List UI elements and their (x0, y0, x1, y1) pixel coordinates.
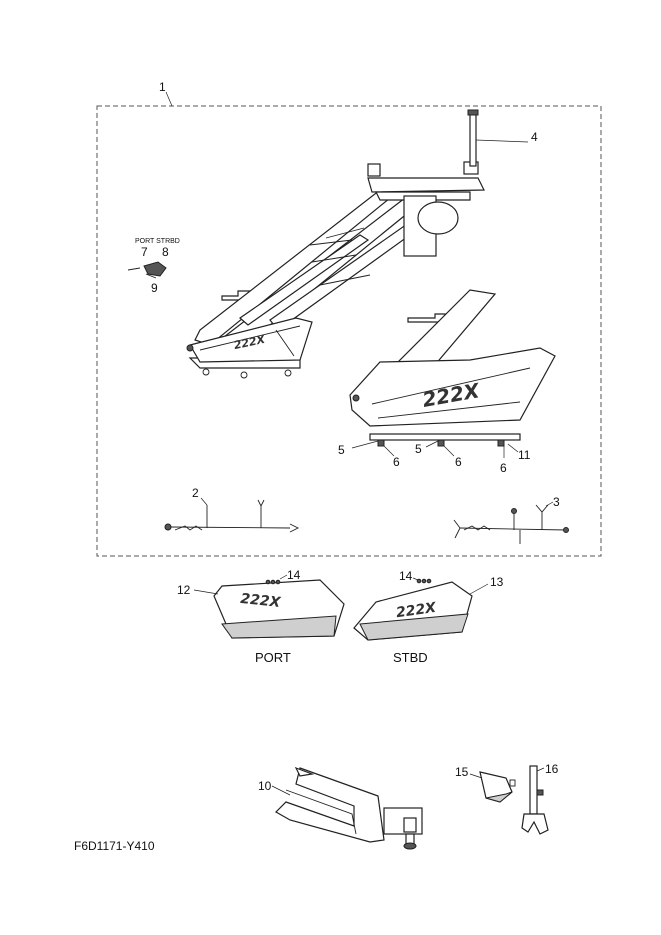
callout-11-label: 11 (518, 448, 531, 462)
part-7-8-9-switch: PORT STRBD 7 8 9 (127, 238, 180, 295)
diagram-code: F6D1171-Y410 (74, 839, 155, 853)
callout-14a-label: 14 (287, 568, 301, 582)
part-3-cable: 3 (453, 495, 569, 544)
side-panel-detail: 222X 5 5 6 6 6 11 (338, 289, 556, 475)
callout-14b-label: 14 (399, 569, 413, 583)
callout-16-label: 16 (545, 762, 559, 776)
callout-9-label: 9 (151, 281, 158, 295)
svg-text:222X: 222X (233, 333, 267, 352)
callout-2-label: 2 (192, 486, 199, 500)
callout-6a-label: 6 (393, 455, 400, 469)
callout-6c-label: 6 (500, 461, 507, 475)
part-10-bracket: 10 (258, 766, 423, 850)
port-label: PORT (255, 650, 291, 665)
port-strbd-label: PORT STRBD (135, 238, 180, 245)
callout-15-label: 15 (455, 765, 469, 779)
stbd-label: STBD (393, 650, 428, 665)
stbd-cover: 222X 13 14 STBD (353, 569, 504, 665)
callout-10-label: 10 (258, 779, 272, 793)
part-16-mount: 16 (521, 762, 559, 835)
callout-1: 1 (159, 80, 173, 107)
part-4-rod: 4 (467, 109, 538, 167)
port-cover: 222X 12 14 PORT (177, 568, 345, 665)
callout-12-label: 12 (177, 583, 191, 597)
callout-3-label: 3 (553, 495, 560, 509)
callout-7-label: 7 (141, 245, 148, 259)
tower-frame: 222X (186, 161, 485, 379)
callout-13-label: 13 (490, 575, 504, 589)
assembly-boundary (96, 105, 602, 557)
svg-text:222X: 222X (395, 600, 438, 622)
callout-6b-label: 6 (455, 455, 462, 469)
part-15-light: 15 (455, 765, 516, 803)
callout-5a-label: 5 (338, 443, 345, 457)
callout-5b-label: 5 (415, 442, 422, 456)
callout-4-label: 4 (531, 130, 538, 144)
part-2-cable: 2 (164, 486, 300, 533)
callout-1-label: 1 (159, 80, 166, 94)
callout-8-label: 8 (162, 245, 169, 259)
svg-text:222X: 222X (240, 591, 283, 611)
